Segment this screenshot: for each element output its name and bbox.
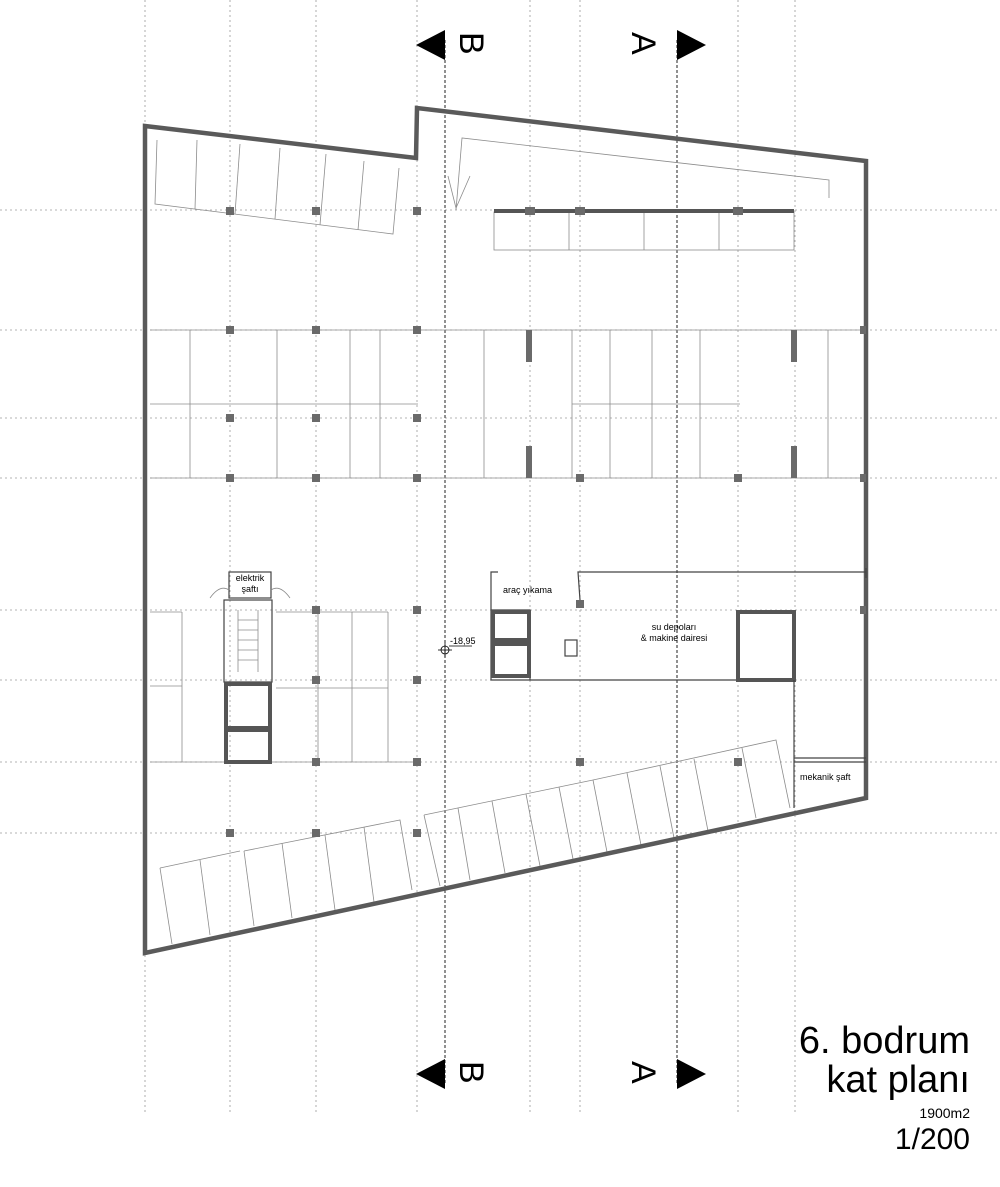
level-marker: -18,95 (438, 636, 476, 657)
section-arrow-a-top (677, 30, 706, 60)
room-label-arac-yikama: araç yıkama (503, 585, 552, 595)
stair-core (209, 571, 291, 764)
structural-grid (0, 0, 1000, 1115)
ramp-top (447, 137, 830, 211)
room-label-elektrik-line1: elektrik (236, 573, 265, 583)
room-label-su-depolari-line1: su depoları (652, 622, 697, 632)
plan-scale: 1/200 (894, 1123, 970, 1156)
parking-stalls-top-row (493, 211, 795, 251)
section-marker-a-bottom: A (624, 1059, 706, 1089)
section-arrow-b-top (416, 30, 445, 60)
section-letter-b-top: B (452, 32, 490, 55)
section-arrow-a-bottom (677, 1059, 706, 1089)
section-letter-b-bottom: B (452, 1061, 490, 1084)
section-letter-a-bottom: A (624, 1061, 662, 1084)
plan-area: 1900m2 (919, 1105, 970, 1121)
parking-stalls-top-left (154, 139, 400, 235)
level-marker-text: -18,95 (450, 636, 476, 646)
section-marker-b-top: B (416, 30, 490, 60)
section-marker-b-bottom: B (416, 1059, 490, 1089)
structural-columns (226, 207, 866, 837)
parking-stalls-middle (150, 329, 862, 479)
room-label-su-depolari-line2: & makine dairesi (641, 633, 708, 643)
section-arrow-b-bottom (416, 1059, 445, 1089)
title-block: 6. bodrum kat planı 1900m2 1/200 (799, 1022, 970, 1156)
plan-title-line1: 6. bodrum (798, 1020, 970, 1062)
section-letter-a-top: A (624, 32, 662, 55)
room-label-elektrik-line2: şaftı (241, 584, 258, 594)
plan-title-line2: kat planı (826, 1059, 970, 1101)
parking-stalls-lower-left (150, 611, 420, 763)
service-block (490, 568, 867, 808)
parking-stalls-bottom-diagonal (159, 739, 791, 945)
room-label-mekanik-saft: mekanik şaft (800, 772, 851, 782)
outer-wall (142, 105, 869, 956)
section-marker-a-top: A (624, 30, 706, 60)
